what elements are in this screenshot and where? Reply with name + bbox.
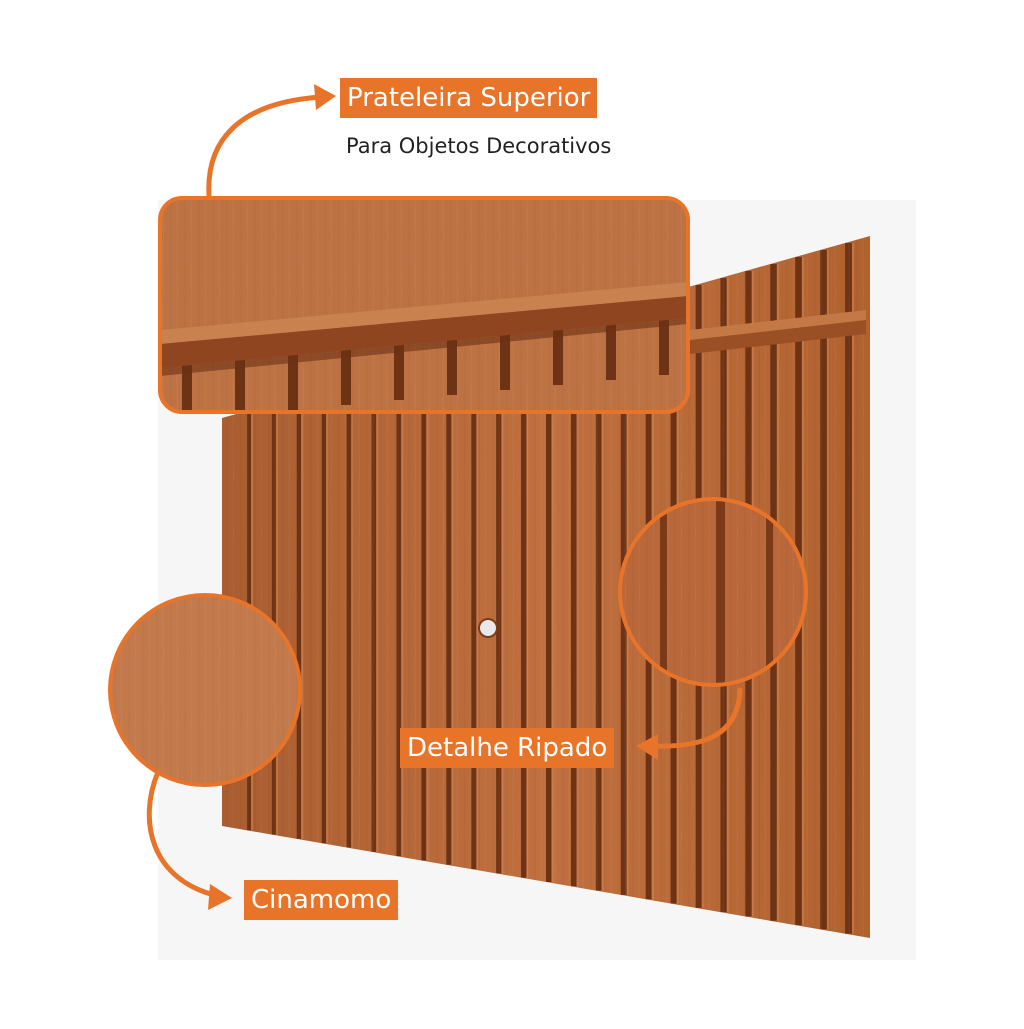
top-shelf-label: Prateleira Superior [340,78,598,118]
shelf-zoom-detail [158,196,690,414]
finish-swatch [108,593,302,787]
zoom-slat-groove [341,325,351,405]
zoom-slat-groove [394,320,404,400]
arrow-icon [146,94,743,899]
zoom-slat-groove [288,330,298,410]
zoom-slat-groove [659,295,669,375]
slatted-detail-label: Detalhe Ripado [400,728,615,768]
zoom-slat-groove [553,305,563,385]
arrowhead-icon [208,84,658,910]
top-shelf-caption: Para Objetos Decorativos [346,134,612,158]
cable-hole [478,618,498,638]
zoom-slat-groove [606,300,616,380]
shelf [690,318,866,354]
finish-label: Cinamomo [244,880,399,920]
zoom-slat-groove [182,340,192,412]
zoom-slat-groove [235,335,245,412]
slat-circle-detail [618,497,808,687]
zoom-slat-groove [447,315,457,395]
zoom-slat-groove [500,310,510,390]
